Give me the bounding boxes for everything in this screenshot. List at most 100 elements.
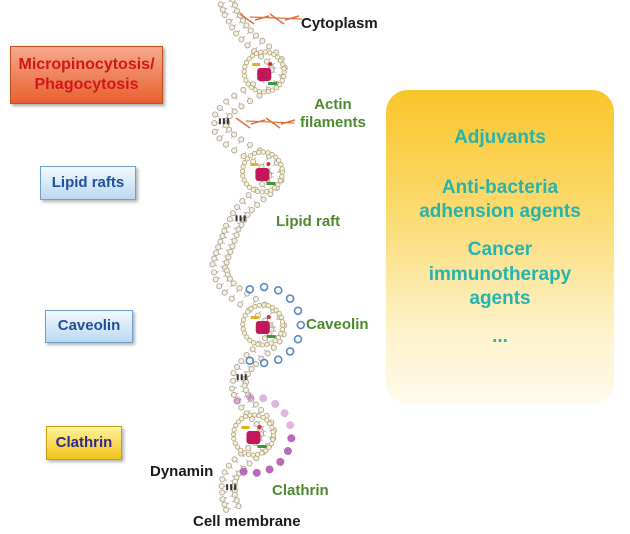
lipid-head [238, 404, 245, 411]
lipid-head [261, 335, 268, 342]
lipid-head [264, 350, 271, 357]
clathrin-coat-icon [276, 457, 285, 466]
lipid-head [212, 276, 219, 283]
actin-filament-icon [235, 13, 303, 129]
lipid-head [223, 141, 230, 148]
lipid-head [226, 113, 233, 120]
actin-filament-icon [245, 120, 295, 124]
coat-proteins [233, 282, 306, 477]
lipid-head [249, 346, 256, 353]
lipid-rafts-label: Lipid rafts [51, 173, 125, 191]
clathrin-coat-icon [286, 421, 295, 430]
actin-filament-icon [280, 119, 296, 125]
lipid-head [221, 469, 228, 476]
lipid-head [245, 444, 252, 451]
lipid-head [216, 104, 223, 111]
lipid-head [228, 295, 235, 302]
lipid-head [238, 103, 245, 110]
lipid-head [216, 283, 223, 290]
dynamin-ring-icon [218, 118, 247, 491]
lipid-head [210, 269, 217, 276]
lipid-head [243, 22, 250, 29]
dynamin-ring-icon [244, 374, 247, 381]
clathrin-coat-icon [287, 434, 296, 443]
caveolin-coat-icon [273, 355, 283, 365]
lipid-head [223, 506, 230, 513]
lipid-head [213, 249, 220, 256]
actin-filament-icon [269, 13, 285, 25]
vesicle-icon [241, 49, 287, 95]
lipid-head [231, 147, 238, 154]
caveolin-coat-icon [273, 285, 283, 295]
dynamin-ring-icon [239, 215, 242, 222]
lipid-head [233, 7, 240, 14]
lipid-head [212, 111, 219, 118]
lipid-head [233, 364, 240, 371]
lipid-head [231, 108, 238, 115]
lipid-head [239, 198, 246, 205]
lipid-head [244, 42, 251, 49]
clathrin-box-label: Clathrin [55, 433, 113, 451]
lipid-head [215, 244, 222, 251]
dynamin-ring-icon [230, 484, 233, 491]
lipid-head [219, 476, 226, 483]
clathrin-coat-icon [246, 393, 255, 402]
caveolin-coat-icon [259, 358, 269, 368]
caveolin-coat-icon [285, 294, 295, 303]
lipid-head [219, 6, 226, 13]
lipid-head [225, 254, 232, 261]
dynamin-ring-icon [222, 118, 225, 125]
lipid-head [227, 248, 234, 255]
lipid-head [236, 285, 243, 292]
lipid-head [231, 456, 238, 463]
vesicle-icon [239, 149, 285, 195]
lipid-head [246, 460, 253, 467]
dynamin-ring-icon [226, 484, 229, 491]
lipid-head [231, 2, 238, 9]
lipid-head [229, 24, 236, 31]
lipid-head [240, 17, 247, 24]
dynamin-ring-icon [236, 374, 239, 381]
lipid-head [248, 366, 255, 373]
applications-panel: Adjuvants Anti-bacteria adhension agents… [386, 90, 614, 404]
lipid-head [231, 92, 238, 99]
dynamin-ring-icon [234, 484, 237, 491]
clathrin-label: Clathrin [272, 482, 329, 499]
lipid-head [211, 255, 218, 262]
lipid-head [240, 86, 247, 93]
lipid-head [209, 261, 216, 268]
lipid-head [230, 391, 237, 398]
caveolin-coat-icon [296, 320, 306, 330]
clathrin-coat-icon [280, 409, 289, 418]
clathrin-coat-icon [283, 447, 292, 456]
lipid-head [230, 210, 237, 217]
vesicles [230, 49, 287, 458]
dynamin-ring-icon [218, 118, 221, 125]
lipid-head [234, 398, 241, 405]
lipid-head [247, 27, 254, 34]
lipid-head [221, 12, 228, 19]
lipid-head [237, 301, 244, 308]
lipid-head [244, 211, 251, 218]
lipid-raft-label: Lipid raft [276, 213, 341, 230]
lipid-head [266, 43, 273, 50]
lipid-head [226, 216, 233, 223]
lipid-head [216, 135, 223, 142]
actin-filament-icon [249, 16, 303, 20]
lipid-head [245, 192, 252, 199]
dynamin-ring-icon [243, 215, 246, 222]
lipid-head [235, 226, 242, 233]
application-more: ... [492, 325, 508, 347]
lipid-head [221, 227, 228, 234]
lipid-head [226, 275, 233, 282]
lipid-head [258, 406, 265, 413]
clathrin-coat-icon [271, 399, 280, 408]
actin-filament-icon [239, 13, 255, 25]
lipid-head [238, 357, 245, 364]
lipid-head [253, 32, 260, 39]
lipid-head [223, 98, 230, 105]
lipid-head [219, 233, 226, 240]
lipid-head [235, 503, 242, 510]
clathrin-coat-icon [259, 394, 268, 403]
lipid-head [253, 421, 260, 428]
